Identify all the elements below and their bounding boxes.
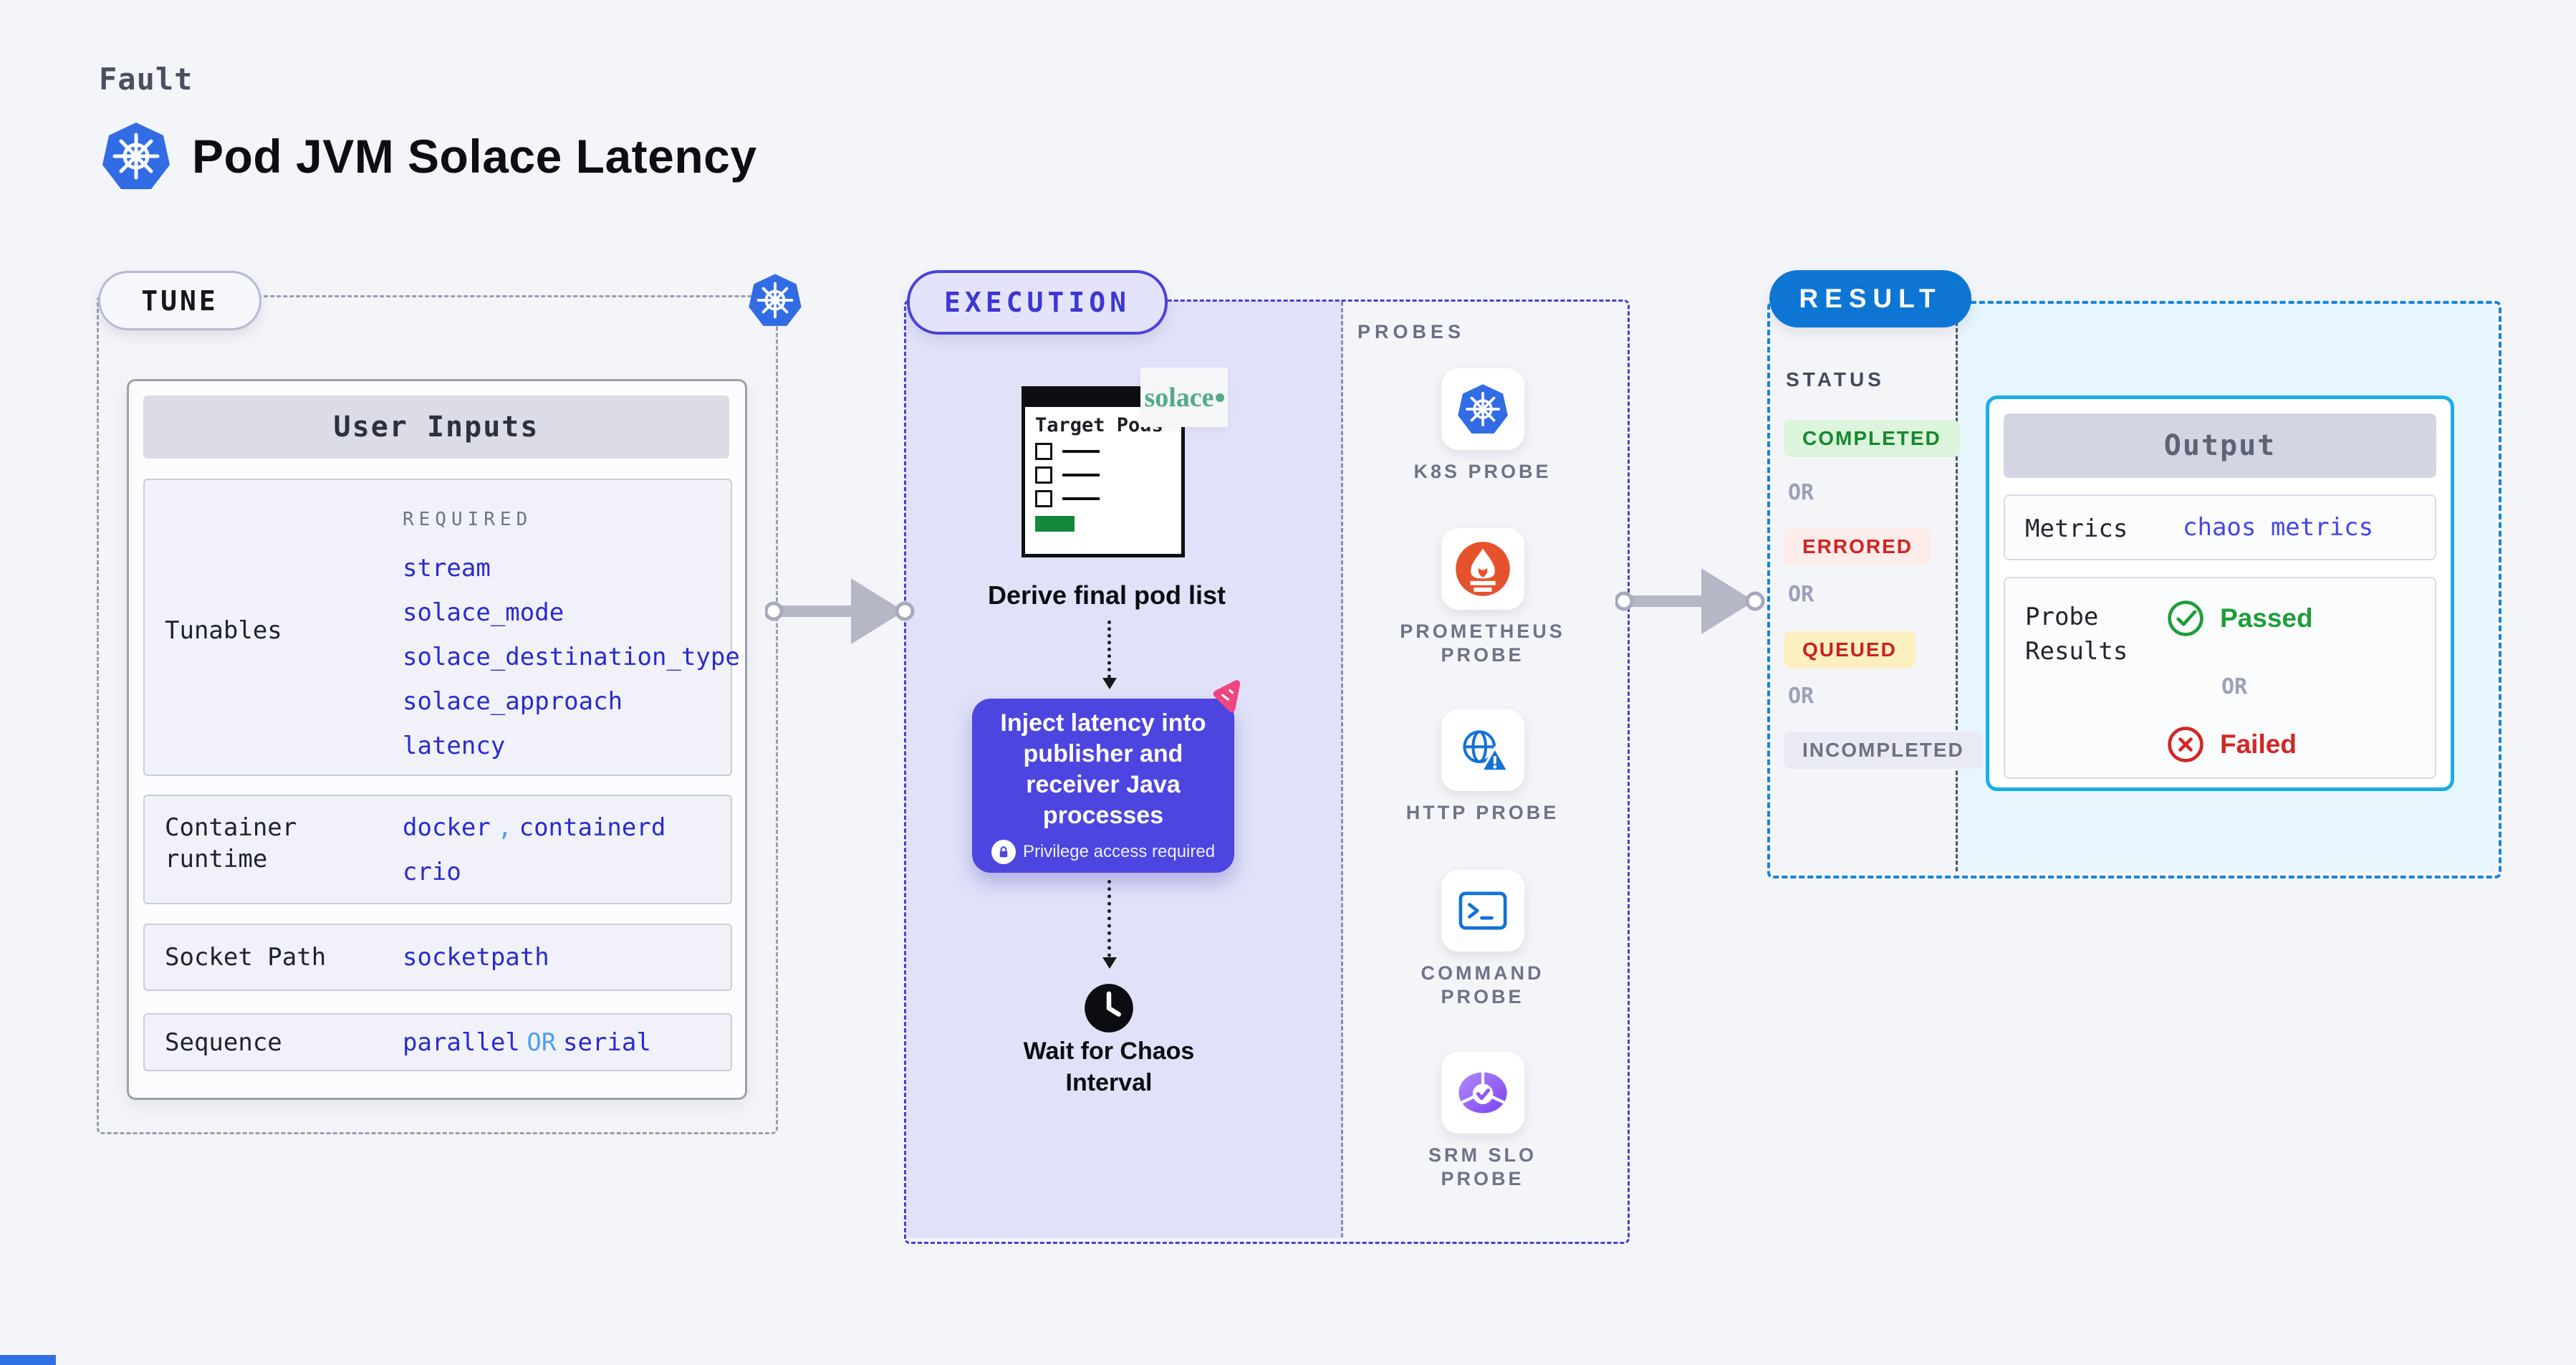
- or-separator: OR: [1788, 684, 1815, 709]
- slo-donut-check-icon: [1441, 1052, 1524, 1134]
- tunable-value: latency: [403, 732, 506, 760]
- green-button-placeholder: [1035, 516, 1075, 532]
- probe-name: HTTP PROBE: [1405, 802, 1559, 823]
- result-section-box: [1767, 301, 2501, 878]
- probe-item-http: HTTP PROBE: [1341, 709, 1624, 825]
- step-inject-latency: Inject latency into publisher and receiv…: [972, 699, 1234, 873]
- execution-probes-divider: [1341, 302, 1343, 1237]
- solace-logo: solace: [1140, 368, 1228, 427]
- execution-section-box: [904, 300, 1630, 1244]
- probe-name: SRM SLO PROBE: [1428, 1144, 1537, 1189]
- socket-path-label: Socket Path: [165, 943, 327, 972]
- execution-pill: EXECUTION: [907, 270, 1168, 335]
- probe-item-srm-slo: SRM SLO PROBE: [1341, 1052, 1624, 1191]
- status-label: STATUS: [1786, 368, 1885, 391]
- user-inputs-card: User Inputs Tunables REQUIRED stream sol…: [127, 379, 747, 1100]
- pod-checkbox-row: [1035, 466, 1174, 484]
- checkbox-icon: [1035, 466, 1052, 484]
- tunables-row: Tunables REQUIRED stream solace_mode sol…: [143, 479, 740, 776]
- tunable-value: stream: [403, 554, 491, 583]
- status-badge-incompleted: INCOMPLETED: [1784, 732, 1983, 769]
- bottom-edge-artifact: [0, 1355, 56, 1365]
- checkbox-icon: [1035, 443, 1052, 460]
- tunable-value: solace_destination_type: [403, 643, 740, 671]
- clock-icon: [1083, 982, 1135, 1034]
- sequence-row: Sequence parallel OR serial: [143, 1013, 732, 1071]
- failed-label: Failed: [2220, 729, 2297, 759]
- chaos-icon: [1206, 677, 1249, 721]
- solace-logo-dot: [1215, 393, 1224, 402]
- check-circle-icon: [2168, 600, 2203, 636]
- tune-pill: TUNE: [98, 271, 261, 330]
- tune-section-box: [97, 295, 778, 1134]
- probe-name: K8S PROBE: [1413, 461, 1552, 482]
- dotted-connector-arrow: [1102, 621, 1117, 689]
- container-runtime-label: Container runtime: [165, 813, 297, 873]
- status-badge-errored: ERRORED: [1784, 528, 1932, 565]
- kubernetes-icon: [747, 272, 803, 328]
- kubernetes-icon: [100, 120, 172, 192]
- output-card: Output Metrics chaos metrics Probe Resul…: [1986, 396, 2454, 791]
- metrics-label: Metrics: [2025, 514, 2128, 543]
- arrow-execution-to-result: [1614, 564, 1770, 638]
- container-runtime-value: docker: [403, 813, 491, 842]
- or-separator: OR: [1788, 582, 1815, 607]
- x-circle-icon: [2168, 727, 2203, 762]
- solace-logo-text: solace: [1144, 382, 1214, 413]
- globe-alert-icon: [1441, 709, 1524, 791]
- result-inner-divider: [1956, 302, 1958, 871]
- prometheus-icon: [1441, 528, 1524, 610]
- sequence-value: serial: [563, 1028, 651, 1057]
- probe-item-prometheus: PROMETHEUS PROBE: [1341, 528, 1624, 667]
- pod-checkbox-row: [1035, 443, 1174, 460]
- checkbox-icon: [1035, 490, 1052, 507]
- probes-label: PROBES: [1357, 321, 1466, 343]
- probe-results-label: Probe Results: [2025, 603, 2128, 666]
- page-title: Pod JVM Solace Latency: [192, 130, 757, 183]
- passed-label: Passed: [2220, 603, 2313, 633]
- container-runtime-value: crio: [403, 858, 461, 886]
- probe-results-row: Probe Results Passed OR Failed: [2004, 577, 2436, 779]
- pod-checkbox-row: [1035, 490, 1174, 507]
- line-placeholder: [1062, 474, 1100, 476]
- privilege-badge-text: Privilege access required: [1022, 841, 1216, 861]
- container-runtime-value: containerd: [519, 813, 666, 842]
- probe-item-command: COMMAND PROBE: [1341, 870, 1624, 1009]
- privilege-badge: Privilege access required: [991, 839, 1216, 864]
- tunable-value: solace_approach: [403, 687, 623, 716]
- required-label: REQUIRED: [403, 509, 533, 530]
- metrics-value: chaos metrics: [2183, 513, 2374, 542]
- sequence-value: parallel: [403, 1028, 520, 1057]
- output-title: Output: [2004, 413, 2436, 478]
- terminal-icon: [1441, 870, 1524, 952]
- probe-item-k8s: K8S PROBE: [1341, 368, 1624, 484]
- user-inputs-title: User Inputs: [143, 396, 729, 459]
- line-placeholder: [1062, 450, 1100, 453]
- arrow-tune-to-execution: [764, 574, 920, 648]
- value-separator: ,: [497, 813, 512, 842]
- fault-eyebrow: Fault: [99, 62, 193, 97]
- dotted-connector-arrow: [1102, 880, 1117, 969]
- step-derive-pod-list: Derive final pod list: [987, 580, 1226, 610]
- or-separator: OR: [2221, 674, 2248, 699]
- tunables-label: Tunables: [165, 616, 282, 645]
- sequence-or: OR: [527, 1028, 557, 1057]
- tunable-value: solace_mode: [403, 598, 564, 627]
- result-pill: RESULT: [1769, 270, 1971, 327]
- line-placeholder: [1062, 497, 1100, 500]
- kubernetes-icon: [1441, 368, 1524, 450]
- inject-latency-text: Inject latency into publisher and receiv…: [1000, 709, 1206, 829]
- step-wait-chaos-interval: Wait for Chaos Interval: [1023, 1038, 1195, 1096]
- socket-path-value: socketpath: [403, 943, 549, 972]
- metrics-row: Metrics chaos metrics: [2004, 494, 2436, 560]
- container-runtime-row: Container runtime docker , containerd cr…: [143, 795, 732, 904]
- status-badge-queued: QUEUED: [1784, 631, 1916, 669]
- lock-icon: [991, 839, 1016, 864]
- sequence-label: Sequence: [165, 1028, 282, 1057]
- probe-name: COMMAND PROBE: [1421, 962, 1544, 1007]
- status-badge-completed: COMPLETED: [1784, 420, 1960, 457]
- or-separator: OR: [1788, 480, 1815, 505]
- probe-name: PROMETHEUS PROBE: [1400, 621, 1565, 666]
- socket-path-row: Socket Path socketpath: [143, 924, 732, 991]
